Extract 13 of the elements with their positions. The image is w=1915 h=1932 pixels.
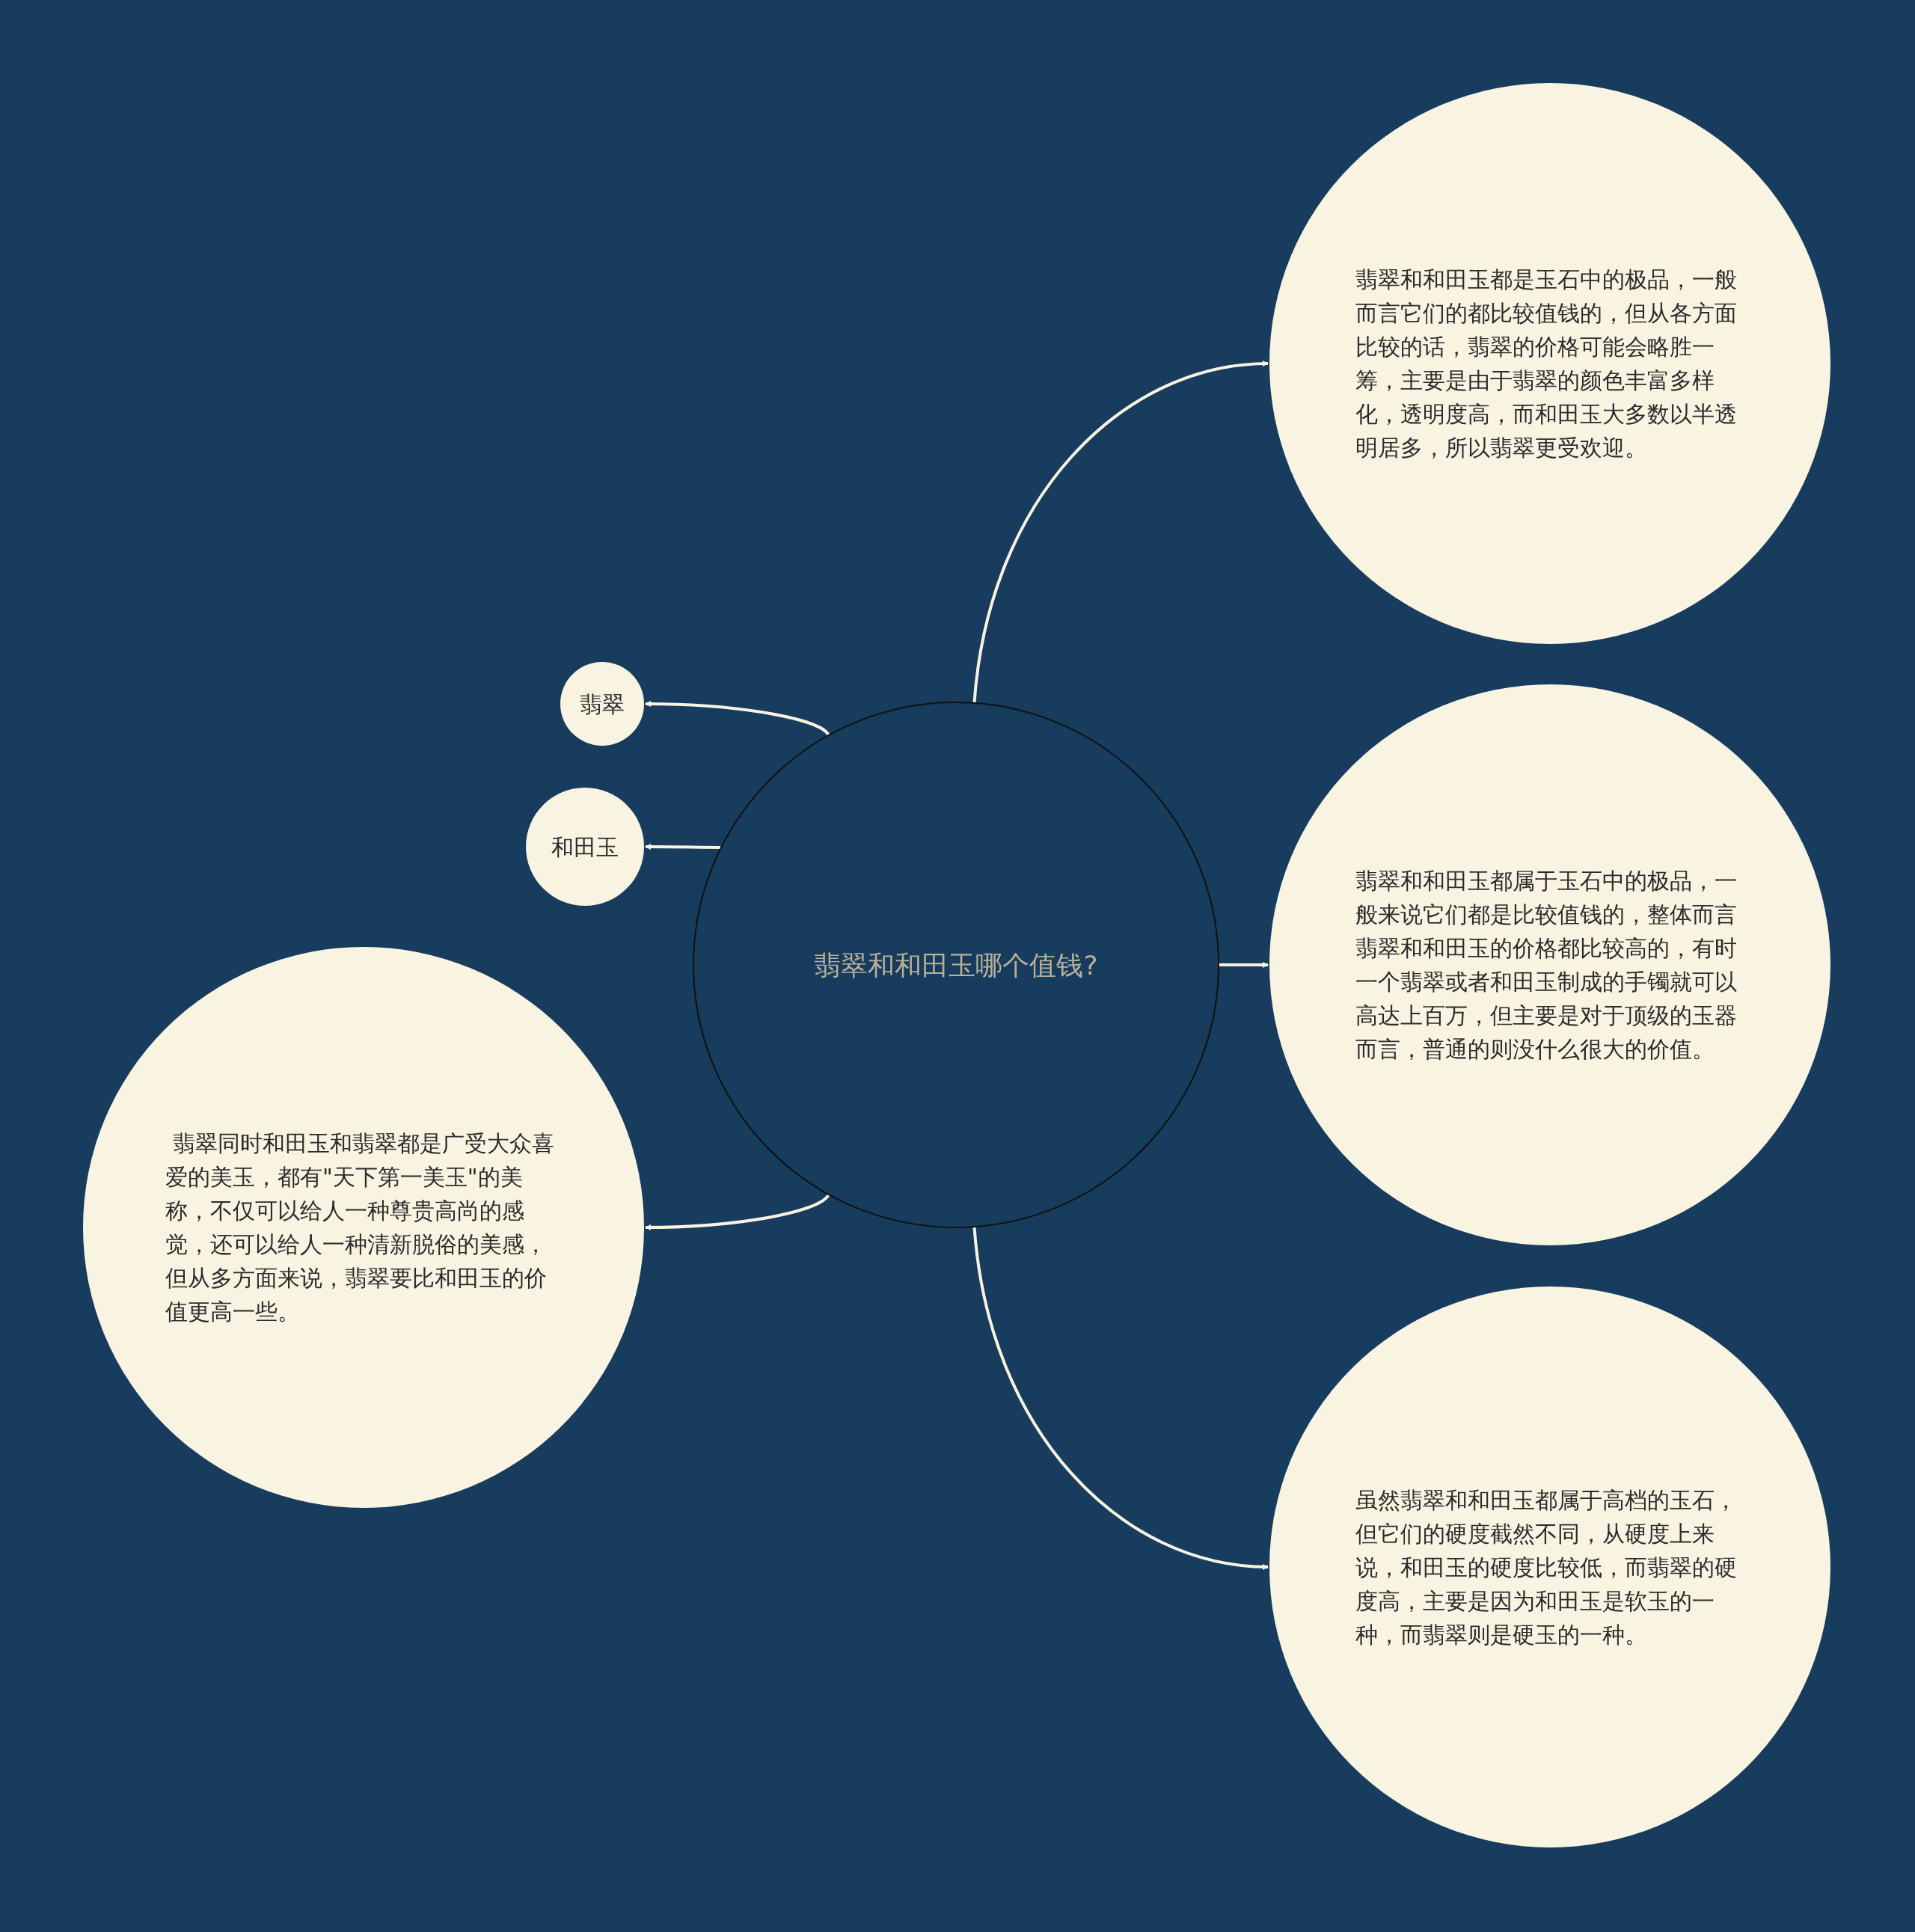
topic-text: 翡翠和和田玉都是玉石中的极品，一般而言它们的都比较值钱的，但从各方面比较的话，翡翠的价格可能会略胜一筹，主要是由于翡翠的颜色丰富多样化，透明度高，而和田玉大多数以半透明居多，所以翡翠更受欢迎。 — [1355, 266, 1738, 462]
title-text: 翡翠和和田玉哪个值钱? — [814, 948, 1098, 982]
arrow — [645, 844, 720, 850]
arrow — [1219, 962, 1269, 968]
topic-text: 翡翠 — [580, 690, 625, 719]
arrow — [972, 1227, 1269, 1570]
topic-text: 和田玉 — [551, 832, 619, 862]
arrow — [972, 361, 1269, 703]
topic-text: 翡翠和和田玉都属于玉石中的极品，一般来说它们都是比较值钱的，整体而言翡翠和和田玉的价格都比较高的，有时一个翡翠或者和田玉制成的手镯就可以高达上百万，但主要是对于顶级的玉器而言，普通的则没什么很大的价值。 — [1355, 867, 1738, 1064]
topic-text: 翡翠同时和田玉和翡翠都是广受大众喜爱的美玉，都有"天下第一美玉"的美称，不仅可以给人一种尊贵高尚的感觉，还可以给人一种清新脱俗的美感，但从多方面来说，翡翠要比和田玉的价值更高一些。 — [165, 1129, 555, 1326]
arrow — [645, 701, 830, 736]
topic-text: 虽然翡翠和和田玉都属于高档的玉石，但它们的硬度截然不同，从硬度上来说，和田玉的硬度比较低，而翡翠的硬度高，主要是因为和田玉是软玉的一种，而翡翠则是硬玉的一种。 — [1355, 1485, 1738, 1649]
arrow — [645, 1194, 830, 1230]
